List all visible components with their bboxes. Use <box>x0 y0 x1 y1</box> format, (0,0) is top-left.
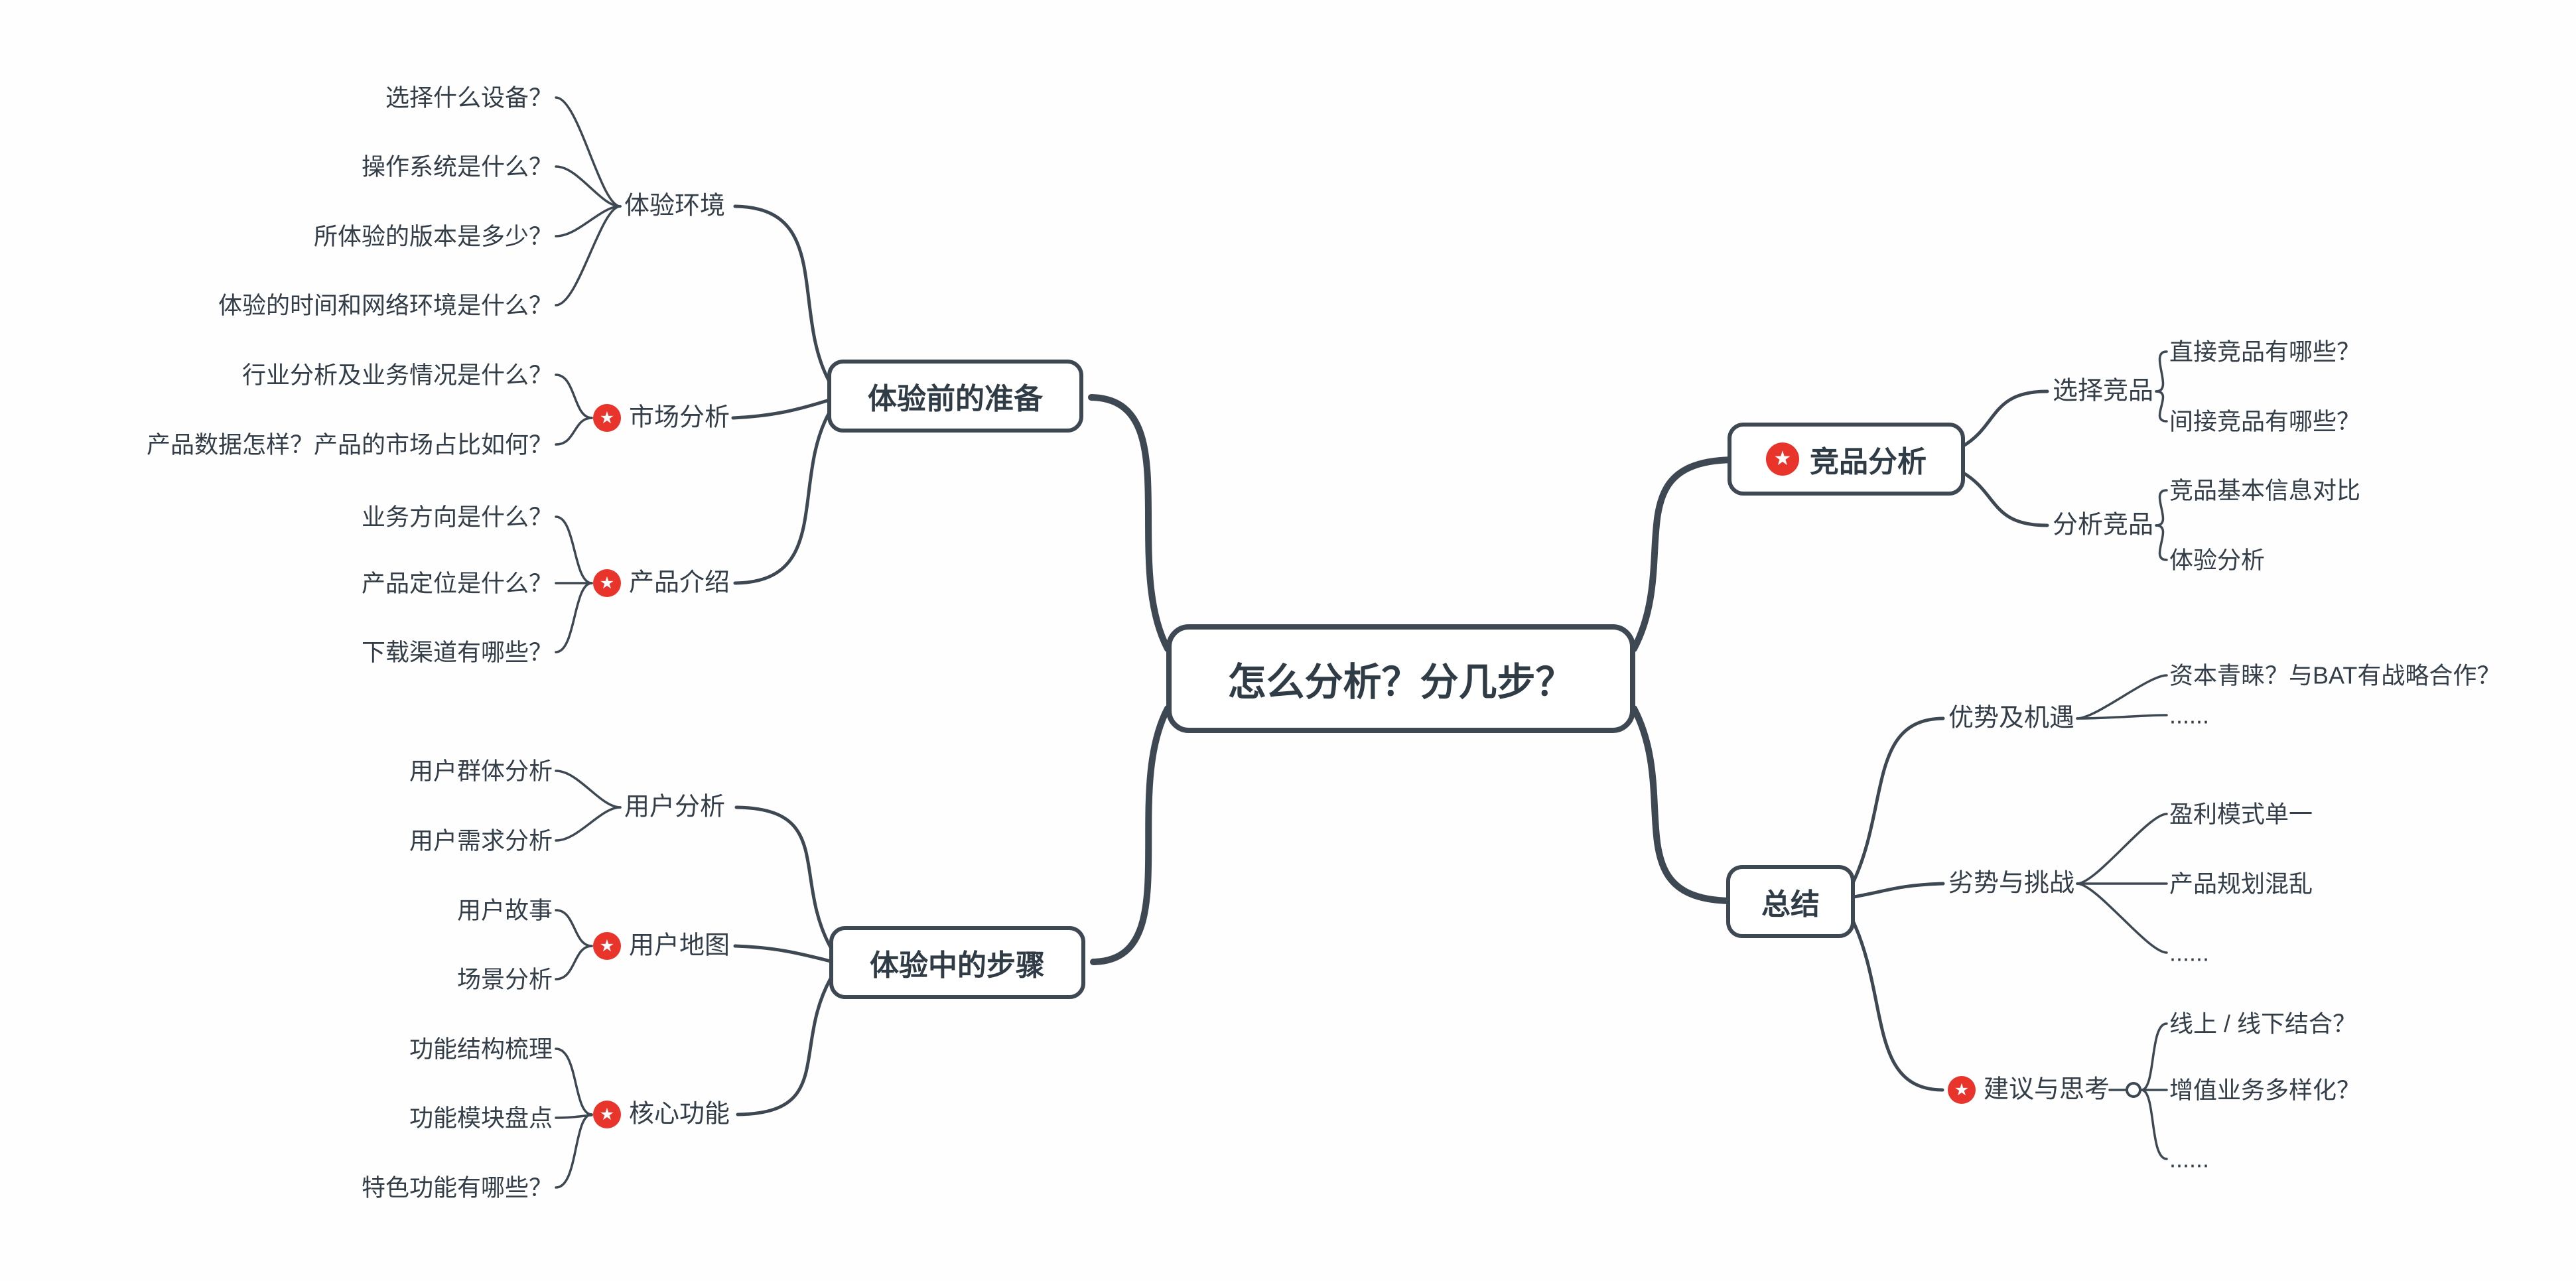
star-icon: ★ <box>1766 442 1799 476</box>
leaf-topic[interactable]: 所体验的版本是多少？ <box>313 222 553 250</box>
leaf-topic[interactable]: 操作系统是什么？ <box>361 153 553 180</box>
edges-main <box>1088 394 1736 965</box>
subtopic-suggestions-thoughts[interactable]: 建议与思考 <box>1984 1075 2110 1104</box>
branch-competitor-analysis-label: 竞品分析 <box>1810 446 1927 478</box>
branch-summary-label: 总结 <box>1761 888 1820 921</box>
leaf-topic[interactable]: 产品定位是什么？ <box>361 569 553 597</box>
branch-competitor-analysis[interactable]: ★ 竞品分析 <box>1728 423 1965 496</box>
leaf-topic[interactable]: 线上 / 线下结合？ <box>2169 1010 2357 1038</box>
leaf-topic[interactable]: 增值业务多样化？ <box>2169 1076 2361 1104</box>
star-icon: ★ <box>593 404 621 432</box>
leaf-topic[interactable]: 体验的时间和网络环境是什么？ <box>218 291 553 319</box>
leaf-topic[interactable]: 特色功能有哪些？ <box>361 1174 553 1201</box>
leaf-topic[interactable]: 间接竞品有哪些？ <box>2169 407 2361 435</box>
leaf-topic[interactable]: 用户需求分析 <box>409 827 553 854</box>
subtopic-experience-environment[interactable]: 体验环境 <box>624 192 726 220</box>
branch-preparation[interactable]: 体验前的准备 <box>827 360 1083 433</box>
edges-tertiary <box>555 96 2168 1189</box>
leaf-topic[interactable]: 直接竞品有哪些？ <box>2169 338 2361 366</box>
star-icon: ★ <box>593 932 621 960</box>
leaf-topic[interactable]: 用户群体分析 <box>409 757 553 785</box>
leaf-topic[interactable]: 功能模块盘点 <box>409 1104 553 1132</box>
subtopic-weaknesses-challenges[interactable]: 劣势与挑战 <box>1948 869 2075 898</box>
leaf-topic[interactable]: 下载渠道有哪些？ <box>361 638 553 666</box>
leaf-topic[interactable]: ...... <box>2169 1145 2210 1173</box>
branch-steps-label: 体验中的步骤 <box>870 949 1045 982</box>
star-icon: ★ <box>593 569 621 597</box>
leaf-topic[interactable]: 竞品基本信息对比 <box>2169 476 2361 504</box>
branch-preparation-label: 体验前的准备 <box>868 383 1043 415</box>
leaf-topic[interactable]: 业务方向是什么？ <box>361 503 553 531</box>
star-icon: ★ <box>1948 1076 1976 1104</box>
leaf-topic[interactable]: 体验分析 <box>2169 546 2266 574</box>
subtopic-market-analysis[interactable]: 市场分析 <box>629 403 730 432</box>
branch-steps[interactable]: 体验中的步骤 <box>829 926 1085 999</box>
leaf-topic[interactable]: 盈利模式单一 <box>2169 800 2313 828</box>
branch-summary[interactable]: 总结 <box>1726 865 1855 938</box>
subtopic-product-introduction[interactable]: 产品介绍 <box>629 569 730 597</box>
leaf-topic[interactable]: 功能结构梳理 <box>409 1035 553 1063</box>
leaf-topic[interactable]: ...... <box>2169 701 2210 729</box>
leaf-topic[interactable]: 产品规划混乱 <box>2169 870 2313 898</box>
subtopic-core-features[interactable]: 核心功能 <box>629 1100 730 1128</box>
root-topic-label: 怎么分析？分几步？ <box>1227 661 1574 704</box>
leaf-topic[interactable]: ...... <box>2169 939 2210 967</box>
subtopic-user-map[interactable]: 用户地图 <box>629 931 730 960</box>
subtopic-strengths-opportunities[interactable]: 优势及机遇 <box>1948 704 2075 732</box>
subtopic-analyze-competitors[interactable]: 分析竞品 <box>2053 511 2154 539</box>
root-topic[interactable]: 怎么分析？分几步？ <box>1166 624 1635 733</box>
leaf-topic[interactable]: 用户故事 <box>456 896 553 924</box>
collapse-handle[interactable] <box>2126 1082 2141 1098</box>
leaf-topic[interactable]: 场景分析 <box>456 965 553 993</box>
edges-secondary <box>731 204 2049 1116</box>
subtopic-select-competitors[interactable]: 选择竞品 <box>2053 377 2154 405</box>
leaf-topic[interactable]: 行业分析及业务情况是什么？ <box>241 361 553 389</box>
subtopic-user-analysis[interactable]: 用户分析 <box>624 793 726 821</box>
star-icon: ★ <box>593 1101 621 1128</box>
leaf-topic[interactable]: 选择什么设备？ <box>385 84 553 111</box>
leaf-topic[interactable]: 产品数据怎样？产品的市场占比如何？ <box>146 431 553 458</box>
leaf-topic[interactable]: 资本青睐？与BAT有战略合作？ <box>2169 661 2501 689</box>
